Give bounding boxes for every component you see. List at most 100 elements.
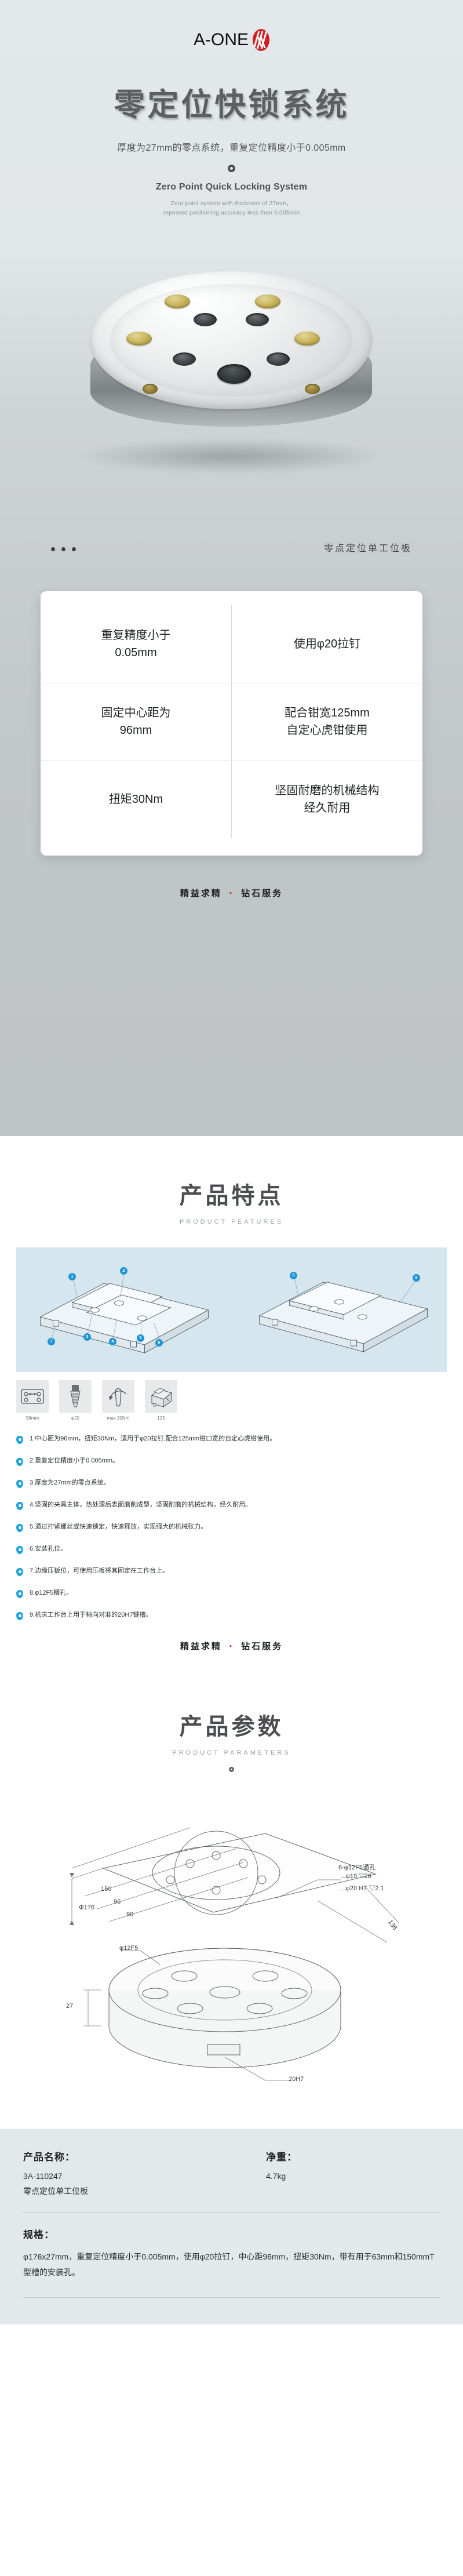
locating-hole	[194, 312, 217, 326]
product-name-value: 零点定位单工位板	[23, 2186, 88, 2196]
dimension-precision-hole: φ12F5	[119, 1945, 138, 1952]
spec-icon-item: φ20	[59, 1380, 92, 1421]
weight-label: 净重：	[266, 2152, 297, 2163]
list-item: 3.厚度为27mm的零点系统。	[16, 1479, 447, 1488]
brand-name: A-ONE	[193, 30, 249, 49]
callout-2: 2	[120, 1267, 127, 1275]
callout-9: 9	[413, 1274, 420, 1282]
callout-1: 1	[68, 1273, 76, 1280]
feature-cell: 配合钳宽125mm 自定心虎钳使用	[232, 682, 422, 761]
params-subtitle: PRODUCT PARAMETERS	[172, 1749, 291, 1756]
slogan-right: 钻石服务	[241, 887, 283, 898]
hole-note-line2: ⌴φ19 ▽20	[341, 1873, 371, 1880]
center-hub	[217, 363, 251, 384]
product-name-block: 产品名称： 3A-110247 零点定位单工位板	[23, 2149, 252, 2197]
feature-cell: 使用φ20拉钉	[293, 637, 361, 650]
product-parameters-section: 产品参数 PRODUCT PARAMETERS	[0, 1675, 463, 2129]
features-title: 产品特点	[179, 1183, 284, 1209]
bullet-marker-icon	[16, 1546, 23, 1554]
weight-value: 4.7kg	[266, 2171, 286, 2181]
brand-logo: A-ONE	[0, 26, 463, 54]
technical-drawing: Φ176 150 96 90 136 φ12F5 27 20H7 6-φ12F5…	[16, 1799, 447, 2123]
list-item: 8.φ12F5精孔。	[16, 1589, 447, 1598]
bullet-marker-icon	[16, 1436, 23, 1444]
table-row: 固定中心距为 96mm 配合钳宽125mm 自定心虎钳使用	[41, 682, 422, 761]
slogan-separator-icon: ·	[229, 887, 234, 898]
bullet-text: 7.边缘压板位，可使用压板将其固定在工作台上。	[30, 1567, 169, 1574]
pull-stud-icon	[59, 1380, 92, 1413]
feature-cell: 坚固耐磨的机械结构 经久耐用	[232, 760, 422, 838]
list-item: 7.边缘压板位，可使用压板将其固定在工作台上。	[16, 1567, 447, 1576]
locating-hole	[246, 312, 269, 326]
bullet-text: 2.重复定位精度小于0.005mm。	[30, 1457, 119, 1464]
product-detail-page: A-ONE 零定位快锁系统 厚度为27mm的零点系统，重复定位精度小于0.005…	[0, 0, 463, 2324]
bullet-marker-icon	[16, 1612, 23, 1620]
bullet-text: 3.厚度为27mm的零点系统。	[30, 1479, 110, 1486]
callout-5: 5	[137, 1334, 144, 1342]
specification-footer: 产品名称： 3A-110247 零点定位单工位板 净重： 4.7kg 规格： φ…	[0, 2129, 463, 2324]
side-screw-port	[143, 383, 158, 394]
carousel-dots[interactable]	[51, 547, 76, 551]
weight-block: 净重： 4.7kg	[266, 2149, 440, 2197]
ring-divider-icon	[229, 1767, 234, 1772]
list-item: 4.坚固的夹具主体，热处理后表面磨削成型，坚固耐磨的机械结构，经久耐用。	[16, 1501, 447, 1510]
center-distance-icon	[16, 1380, 49, 1413]
spec-icon-strip: 96mm φ20	[16, 1380, 447, 1421]
list-item: 6.安装孔位。	[16, 1545, 447, 1554]
bullet-marker-icon	[16, 1480, 23, 1488]
bullet-text: 6.安装孔位。	[30, 1545, 67, 1552]
spec-icon-item: 96mm	[16, 1380, 49, 1421]
callout-8: 8	[290, 1272, 297, 1279]
brass-insert	[294, 331, 320, 345]
bullet-marker-icon	[16, 1458, 23, 1466]
product-name-label: 产品名称：	[23, 2152, 75, 2163]
icon-label: max.30Nm	[107, 1416, 130, 1421]
spec-label: 规格：	[23, 2229, 54, 2240]
icon-label: 125	[157, 1416, 165, 1421]
torque-icon	[102, 1380, 134, 1413]
table-row: 扭矩30Nm 坚固耐磨的机械结构 经久耐用	[41, 760, 422, 838]
locating-hole	[173, 352, 196, 366]
slogan-left: 精益求精	[180, 1641, 222, 1651]
brand-slogan: 精益求精 · 钻石服务	[0, 1640, 463, 1652]
dimension-outer-diameter: Φ176	[79, 1904, 95, 1911]
slogan-separator-icon: ·	[229, 1641, 234, 1651]
hero-subtitle-en-line2: repeated positioning accuracy less than …	[163, 209, 300, 217]
brass-insert	[165, 294, 190, 308]
divider	[23, 2297, 440, 2298]
a-one-logo-icon	[253, 29, 269, 51]
spec-icon-item: max.30Nm	[102, 1380, 134, 1421]
list-item: 2.重复定位精度小于0.005mm。	[16, 1457, 447, 1466]
bullet-text: 9.机床工作台上用于轴向对准的20H7键槽。	[30, 1611, 152, 1618]
bullet-text: 1.中心距为96mm，扭矩30Nm，适用于φ20拉钉,配合125mm钳口宽的自定…	[30, 1435, 276, 1442]
spec-icon-item: 125	[145, 1380, 177, 1421]
dimension-drawing-svg	[70, 1827, 399, 2081]
list-item: 1.中心距为96mm，扭矩30Nm，适用于φ20拉钉,配合125mm钳口宽的自定…	[16, 1435, 447, 1444]
divider	[23, 2212, 440, 2213]
bullet-marker-icon	[16, 1502, 23, 1510]
dimension-thickness: 27	[66, 2003, 74, 2010]
dimension-bolt-circle: 150	[101, 1886, 112, 1893]
list-item: 5.通过拧紧螺丝或快速锁定，快速释放，实现强大的机械张力。	[16, 1523, 447, 1532]
feature-bullet-list: 1.中心距为96mm，扭矩30Nm，适用于φ20拉钉,配合125mm钳口宽的自定…	[16, 1435, 447, 1620]
hero-title-en: Zero Point Quick Locking System	[155, 182, 308, 192]
locating-hole	[267, 352, 290, 366]
bullet-marker-icon	[16, 1524, 23, 1532]
exploded-diagram-panel: 1 2 3 4 5 6 7 8 9	[16, 1247, 447, 1372]
vise-icon	[145, 1380, 177, 1413]
bullet-marker-icon	[16, 1568, 23, 1576]
isometric-plate-drawing	[39, 1271, 428, 1354]
bullet-text: 5.通过拧紧螺丝或快速锁定，快速释放，实现强大的机械张力。	[30, 1523, 207, 1530]
slogan-right: 钻石服务	[241, 1641, 283, 1651]
photo-shadow	[86, 439, 375, 473]
dimension-inner-ring: 90	[126, 1911, 134, 1918]
page-title: 零定位快锁系统	[114, 86, 349, 123]
photo-caption-row: 零点定位单工位板	[0, 536, 463, 567]
hero-subtitle-en-line1: Zero point system with thickness of 27mm…	[170, 200, 293, 207]
brass-insert	[255, 294, 280, 308]
dimension-center-distance: 96	[114, 1898, 121, 1905]
ring-divider-icon	[228, 165, 235, 172]
product-features-section: 产品特点 PRODUCT FEATURES	[0, 1136, 463, 1675]
brand-slogan: 精益求精 · 钻石服务	[0, 887, 463, 899]
hero-section: A-ONE 零定位快锁系统 厚度为27mm的零点系统，重复定位精度小于0.005…	[0, 0, 463, 1136]
